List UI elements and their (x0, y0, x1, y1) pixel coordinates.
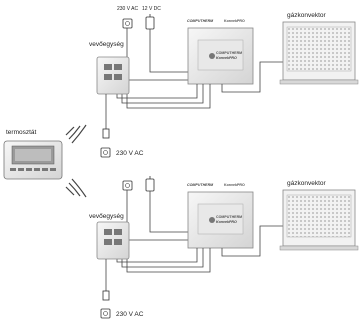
control-box-top: COMPUTHERM KonvekPRO (187, 27, 254, 85)
socket-icon (100, 308, 111, 319)
power-12-label-top: 12 V DC (142, 6, 161, 12)
box-brand-bottom: COMPUTHERM (216, 215, 242, 219)
thermostat-device (3, 140, 63, 180)
box-brand-top: COMPUTHERM (216, 51, 242, 55)
convector-label-top: gázkonvektor (287, 12, 326, 19)
plug-icon (102, 290, 110, 301)
receiver-unit-bottom (96, 221, 130, 260)
receiver-unit-top (96, 56, 130, 95)
brand-label-bottom: COMPUTHERM (187, 183, 214, 187)
receiver-label-bottom: vevőegység (89, 213, 124, 220)
wireless-signal-icon (65, 124, 87, 198)
power-230-label-top: 230 V AC (117, 6, 139, 12)
wire-bottom-power (126, 190, 188, 241)
receiver-label-top: vevőegység (89, 41, 124, 48)
receiver-power-label-top: 230 V AC (116, 150, 144, 157)
adapter-plug-icon (145, 14, 155, 30)
plug-icon (102, 128, 110, 139)
box-model-bottom: KonvekPRO (216, 220, 237, 224)
model-label-bottom: KonvekPRO (224, 183, 245, 187)
thermostat-label: termosztát (6, 129, 37, 136)
receiver-power-label-bottom: 230 V AC (116, 311, 144, 318)
socket-icon (122, 18, 133, 29)
box-model-top: KonvekPRO (216, 56, 237, 60)
wire-top-power (126, 28, 188, 81)
socket-icon (100, 147, 111, 158)
adapter-plug-icon (145, 176, 155, 192)
model-label-top: KonvekPRO (224, 19, 245, 23)
gas-convector-top (279, 21, 359, 85)
brand-label-top: COMPUTHERM (187, 19, 214, 23)
convector-label-bottom: gázkonvektor (287, 180, 326, 187)
gas-convector-bottom (279, 189, 359, 251)
control-box-bottom: COMPUTHERM KonvekPRO (187, 191, 254, 249)
socket-icon (122, 180, 133, 191)
